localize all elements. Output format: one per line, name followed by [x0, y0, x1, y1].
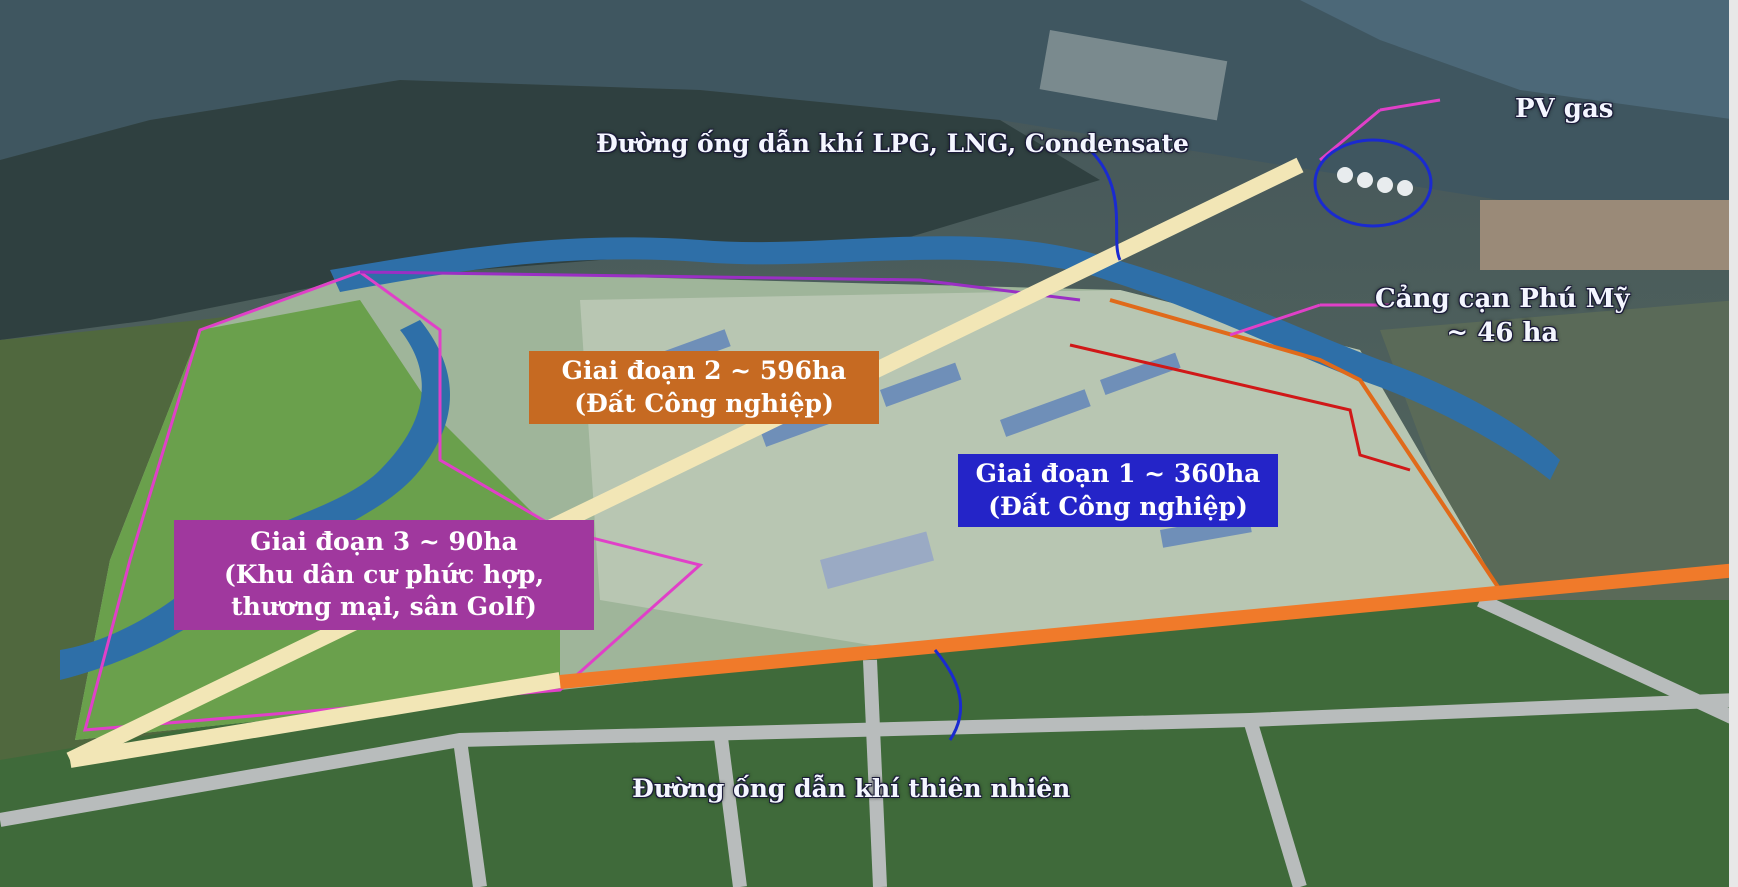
pointer-lpg	[1088, 148, 1122, 261]
pointer-natural	[933, 649, 963, 741]
pointer-port	[1229, 303, 1321, 337]
phase3-boundary	[83, 270, 704, 732]
sea-area	[0, 0, 1738, 240]
pipeline-lpg-label: Đường ống dẫn khí LPG, LNG, Condensate	[596, 129, 1189, 158]
port-label: Cảng cạn Phú Mỹ ~ 46 ha	[1375, 283, 1630, 351]
red-boundary-line	[1069, 343, 1411, 472]
pipeline-natural-line	[559, 563, 1738, 689]
port-terminal	[1039, 30, 1228, 121]
port-east	[1480, 200, 1738, 270]
phase1-boundary	[1109, 298, 1502, 592]
phase1-label: Giai đoạn 1 ~ 360ha (Đất Công nghiệp)	[958, 454, 1278, 527]
phase1-use: (Đất Công nghiệp)	[988, 491, 1248, 521]
phase3-use-line1: (Khu dân cư phức hợp,	[223, 559, 545, 589]
phase1-title: Giai đoạn 1 ~ 360ha	[975, 459, 1261, 488]
road-network	[0, 593, 1738, 887]
pointer-pvgas	[1319, 108, 1381, 162]
urban-east	[1380, 300, 1738, 600]
river-branch	[60, 320, 450, 680]
port-name: Cảng cạn Phú Mỹ	[1375, 284, 1630, 314]
phase3-label: Giai đoạn 3 ~ 90ha (Khu dân cư phức hợp,…	[174, 520, 594, 630]
phase2-label: Giai đoạn 2 ~ 596ha (Đất Công nghiệp)	[529, 351, 879, 424]
phase2-title: Giai đoạn 2 ~ 596ha	[561, 356, 847, 385]
pvgas-circle	[1313, 138, 1433, 228]
port-area: ~ 46 ha	[1446, 317, 1559, 348]
pipeline-natural-label: Đường ống dẫn khí thiên nhiên	[632, 774, 1071, 803]
wetlands	[0, 80, 1100, 340]
pipeline-lpg-line-south	[68, 672, 562, 768]
window-edge-scrollbar[interactable]	[1729, 0, 1738, 887]
phase2-use: (Đất Công nghiệp)	[574, 388, 834, 418]
phase3-title: Giai đoạn 3 ~ 90ha	[250, 527, 518, 556]
pvgas-tanks	[1337, 167, 1413, 196]
pipeline-lpg-line	[66, 157, 1304, 768]
pvgas-label: PV gas	[1515, 94, 1614, 124]
open-water	[1300, 0, 1738, 120]
pointer-pvgas-arm	[1379, 98, 1441, 112]
phase3-use-line2: thương mại, sân Golf)	[231, 592, 537, 621]
